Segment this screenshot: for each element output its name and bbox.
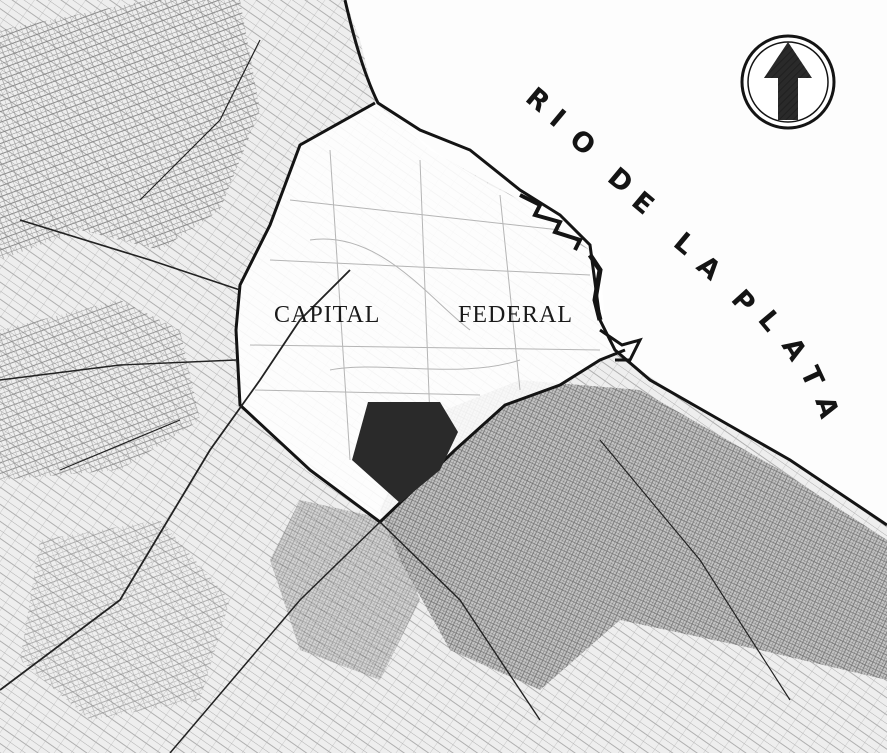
- river-letter: R: [520, 82, 556, 119]
- river-letter: D: [602, 162, 639, 200]
- north-arrow-icon: [740, 34, 836, 130]
- river-letter: L: [752, 305, 787, 338]
- district-label-capital: CAPITAL: [274, 302, 380, 328]
- river-letter: P: [725, 284, 761, 319]
- river-letter: A: [808, 393, 844, 423]
- river-letter: A: [691, 250, 727, 287]
- river-letter: L: [668, 227, 701, 262]
- river-letter: A: [775, 332, 812, 366]
- highlighted-zone: [352, 402, 458, 503]
- district-label-federal: FEDERAL: [458, 302, 573, 328]
- river-letter: I: [544, 104, 572, 134]
- river-letter: T: [794, 362, 830, 392]
- river-letter: E: [626, 186, 660, 222]
- major-routes: [0, 39, 791, 753]
- river-letter: O: [564, 124, 602, 163]
- capital-federal-district: [234, 101, 626, 524]
- coastline: [343, 0, 887, 527]
